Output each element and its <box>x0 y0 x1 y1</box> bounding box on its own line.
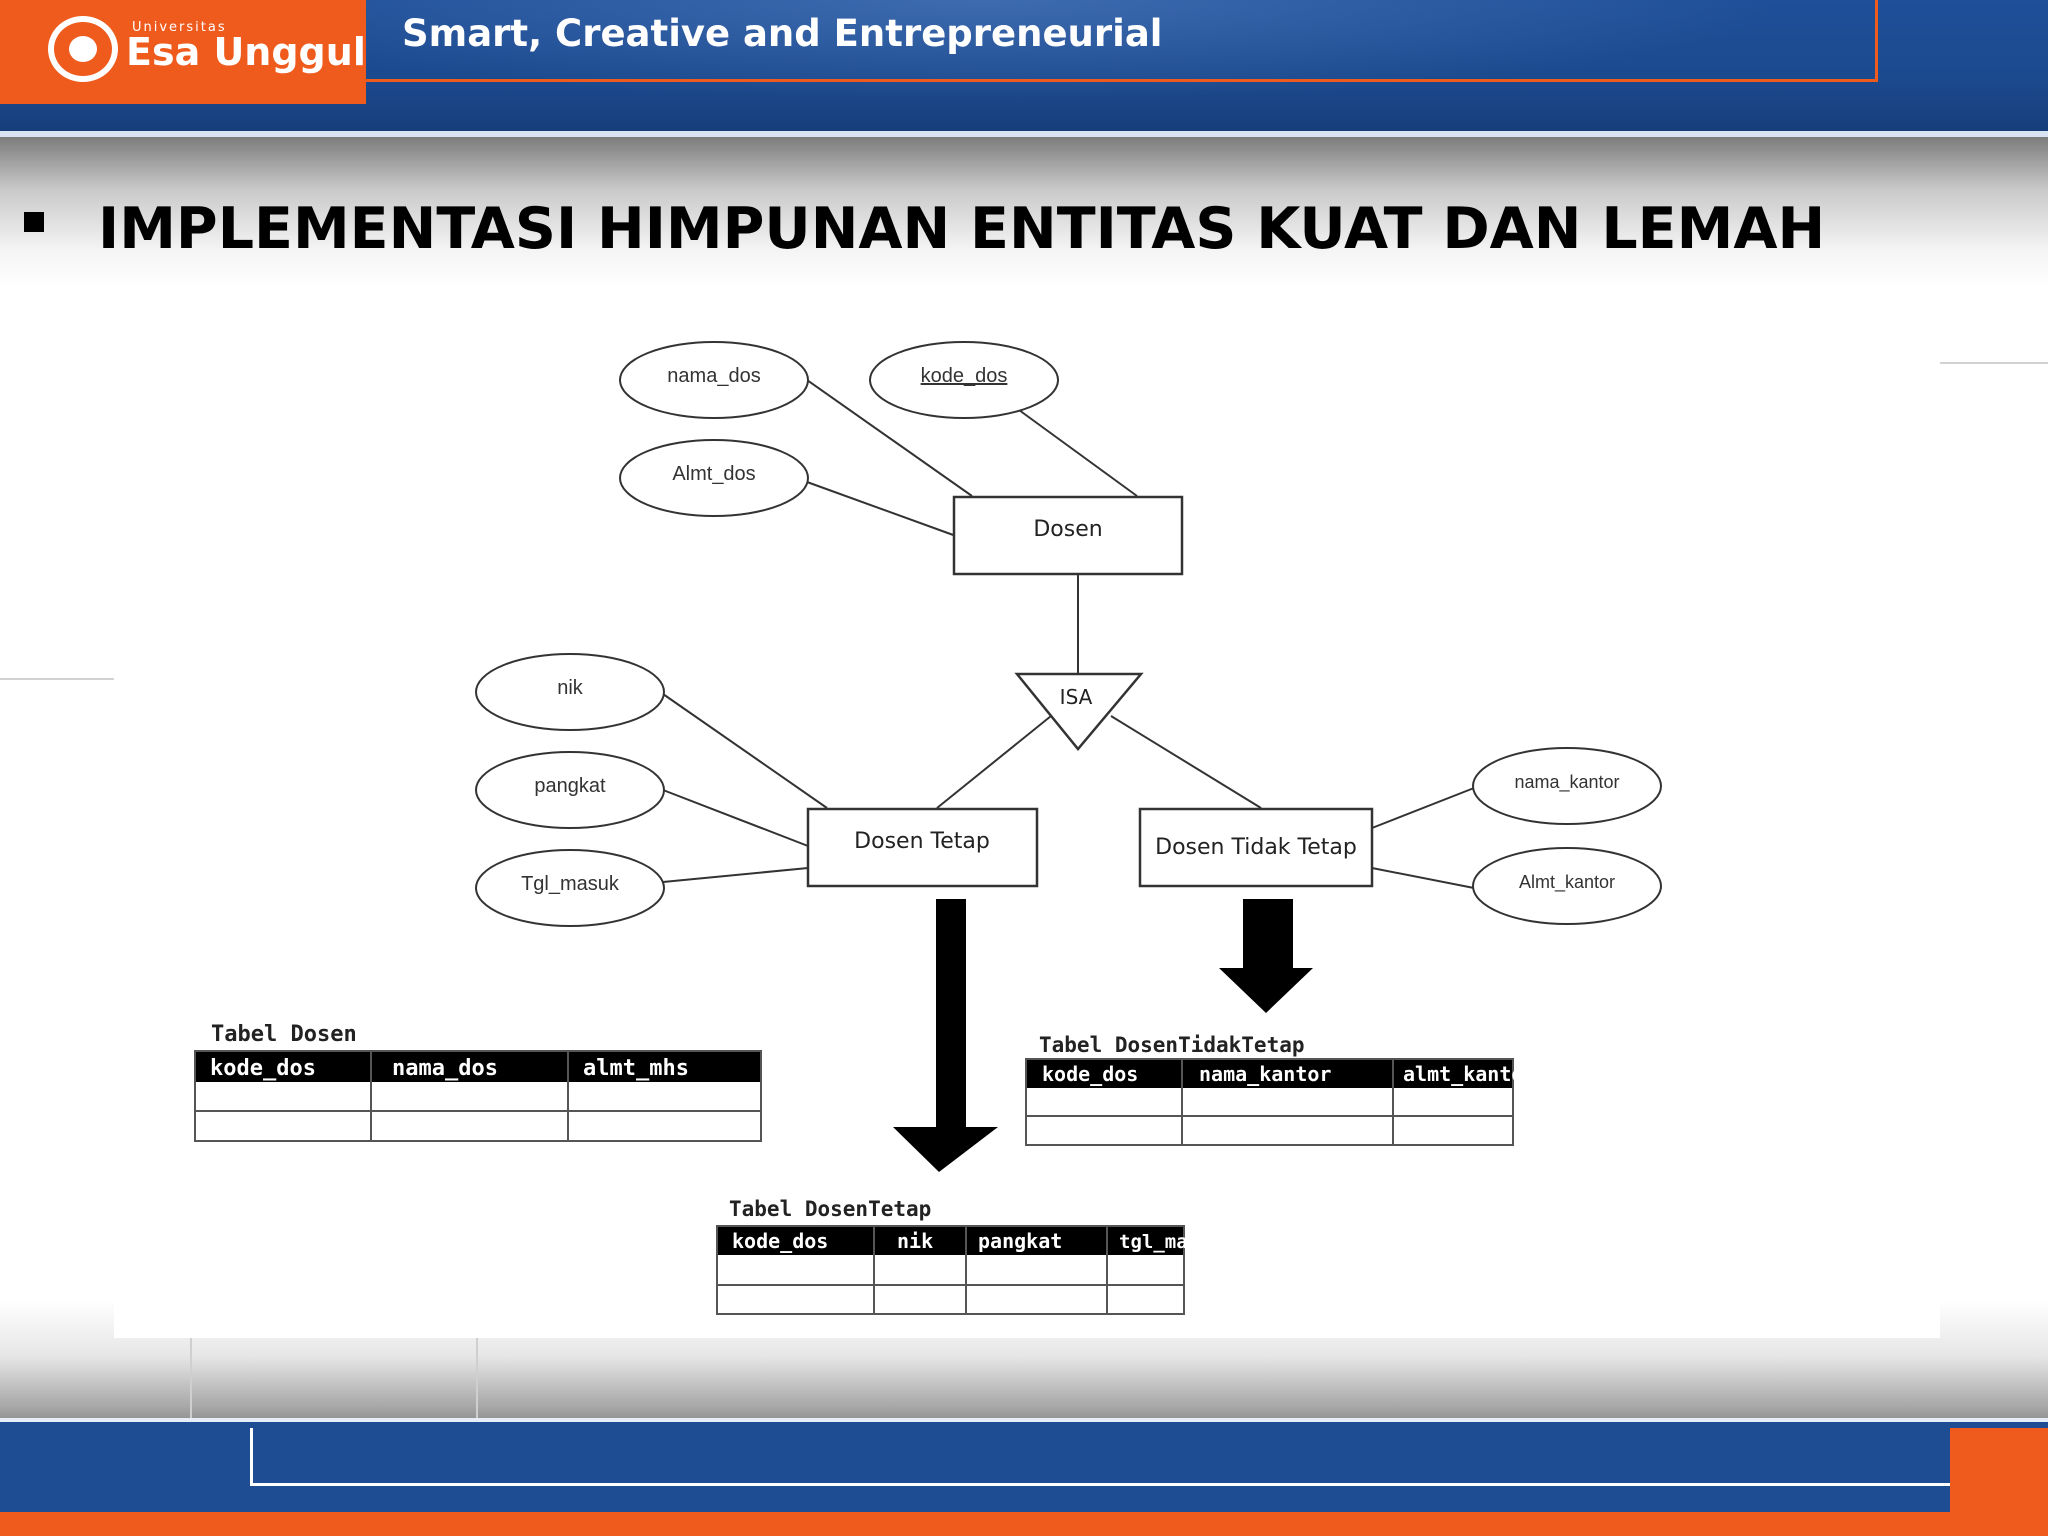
logo-subtitle: Universitas <box>132 20 227 35</box>
table-header-cell: nik <box>897 1229 933 1253</box>
slide-title: IMPLEMENTASI HIMPUNAN ENTITAS KUAT DAN L… <box>98 196 1826 262</box>
entity-boxes <box>806 495 1374 888</box>
table-dosen-tidak-tetap: kode_dos nama_kantor almt_kantor <box>1025 1058 1535 1146</box>
university-logo: Universitas Esa Unggul <box>0 0 366 104</box>
table-dosen: kode_dos nama_dos almt_mhs <box>194 1050 762 1142</box>
isa-triangle <box>1014 672 1144 751</box>
entity-dosen-tidak-tetap: Dosen Tidak Tetap <box>1155 835 1357 860</box>
table-header-cell: nama_kantor <box>1199 1062 1331 1086</box>
arrow-down-icon <box>893 899 998 1172</box>
table-header-cell: almt_kantor <box>1403 1062 1535 1086</box>
decorative-vline <box>476 1336 478 1421</box>
table-header-cell: almt_mhs <box>583 1056 689 1081</box>
top-shading <box>0 137 2048 287</box>
table-dosen-title: Tabel Dosen <box>211 1022 357 1047</box>
header-divider <box>0 131 2048 137</box>
tagline: Smart, Creative and Entrepreneurial <box>402 12 1163 55</box>
footer-frame <box>250 1428 1950 1486</box>
attr-nama-kantor: nama_kantor <box>1514 772 1619 793</box>
attribute-ovals <box>475 341 1662 927</box>
decorative-vline <box>190 1336 192 1421</box>
entity-dosen: Dosen <box>1033 517 1102 542</box>
bullet-icon <box>24 212 44 232</box>
table-header-cell: kode_dos <box>1042 1062 1138 1086</box>
tagline-frame <box>366 0 1878 82</box>
table-dosen-tidak-tetap-title: Tabel DosenTidakTetap <box>1039 1033 1305 1057</box>
attr-kode-dos: kode_dos <box>921 365 1008 387</box>
er-diagram: nama_dos kode_dos Almt_dos nik pangkat T… <box>114 316 1940 1338</box>
table-header-cell: tgl_masuk <box>1119 1231 1223 1253</box>
table-dosen-tetap-title: Tabel DosenTetap <box>729 1197 931 1221</box>
header-decoration <box>360 0 1920 118</box>
table-dosen-tetap: kode_dos nik pangkat tgl_masuk <box>716 1225 1223 1315</box>
attr-nama-dos: nama_dos <box>667 365 760 387</box>
table-header-cell: kode_dos <box>210 1056 316 1081</box>
footer-accent-bar <box>0 1512 2048 1536</box>
logo-ring-icon <box>48 16 118 82</box>
decorative-line-left <box>0 678 115 680</box>
decorative-line-right <box>1940 362 2048 364</box>
connector-lines <box>662 379 1475 889</box>
table-header-cell: kode_dos <box>732 1229 828 1253</box>
logo-name: Esa Unggul <box>126 30 366 74</box>
arrows <box>893 899 1313 1172</box>
isa-label: ISA <box>1060 685 1093 709</box>
attr-pangkat: pangkat <box>534 775 606 797</box>
attr-nik: nik <box>557 677 584 699</box>
footer-divider <box>0 1418 2048 1423</box>
entity-dosen-tetap: Dosen Tetap <box>854 829 990 854</box>
attr-almt-kantor: Almt_kantor <box>1519 872 1615 893</box>
arrow-down-icon <box>1219 899 1313 1013</box>
table-header-cell: nama_dos <box>392 1056 498 1081</box>
attr-almt-dos: Almt_dos <box>672 463 755 485</box>
table-header-cell: pangkat <box>978 1229 1062 1253</box>
attr-tgl-masuk: Tgl_masuk <box>521 873 620 895</box>
